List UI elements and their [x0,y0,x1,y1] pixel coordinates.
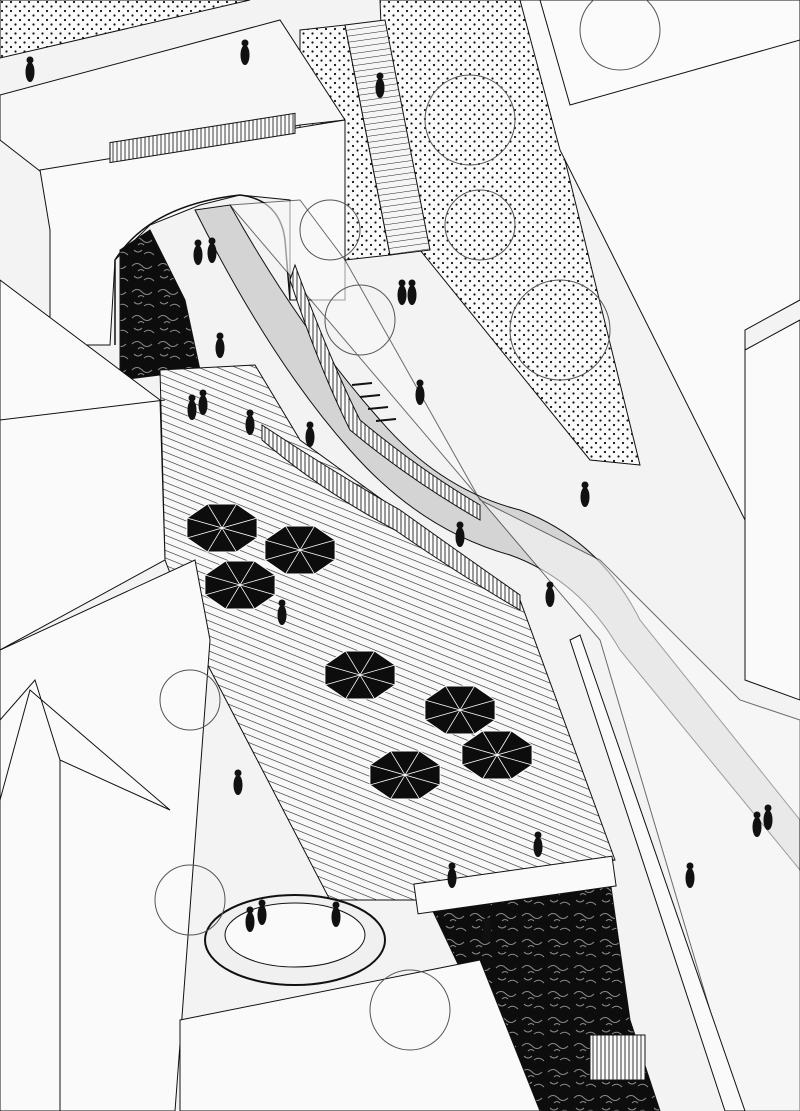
person [277,599,287,625]
person [447,862,457,888]
person [245,906,255,932]
person [207,237,217,263]
canal-water-upper [119,229,201,381]
umbrella-rib [424,699,496,721]
person [193,239,203,265]
tree [579,0,661,71]
dotted-lawn-top-left [0,0,251,59]
road-right [519,0,800,521]
person [257,899,267,925]
tree [154,864,226,936]
umbrella-rib [264,539,336,561]
roof-ridge-lines [0,678,171,811]
tree [509,279,611,381]
umbrella-rib [324,664,396,686]
bridge-balustrade [109,112,296,164]
trees [154,0,661,1051]
tree [299,199,361,261]
stairs [344,19,431,256]
person [455,521,465,547]
person [482,917,492,943]
canal-wall-right [569,634,746,1111]
people [25,39,773,943]
person [763,804,773,830]
building-left-upper [0,279,166,651]
person [187,394,197,420]
person [580,481,590,507]
roof-edge [0,399,166,421]
tree [444,189,516,261]
person [331,901,341,927]
person [397,279,407,305]
pavilion-floor [224,902,366,968]
tree [159,669,221,731]
person [240,39,250,65]
bridge-plaza [0,19,346,176]
person [233,769,243,795]
person [305,421,315,447]
umbrella-rib [461,744,533,766]
ramp-railing [289,263,481,521]
building-left-middle [0,559,211,1111]
building-right [744,319,800,701]
promenade-path [194,204,800,871]
promenade-walk [228,199,800,1111]
road-top-right [539,0,800,106]
bike-rack [351,382,397,422]
person [375,72,385,98]
tree [324,284,396,356]
building-bottom [179,959,541,1111]
person [685,862,695,888]
footbridge [413,855,617,915]
umbrella-rib [186,517,258,539]
umbrella-rib [204,574,276,596]
umbrella-rib [369,764,441,786]
person [545,581,555,607]
tree [424,74,516,166]
person [245,409,255,435]
canal-gate [589,1034,646,1081]
person [25,56,35,82]
person [752,811,762,837]
person [198,389,208,415]
person [407,279,417,305]
wavy-wall [261,424,521,611]
umbrellas [186,503,533,800]
tree [369,969,451,1051]
person [533,831,543,857]
person [415,379,425,405]
person [215,332,225,358]
